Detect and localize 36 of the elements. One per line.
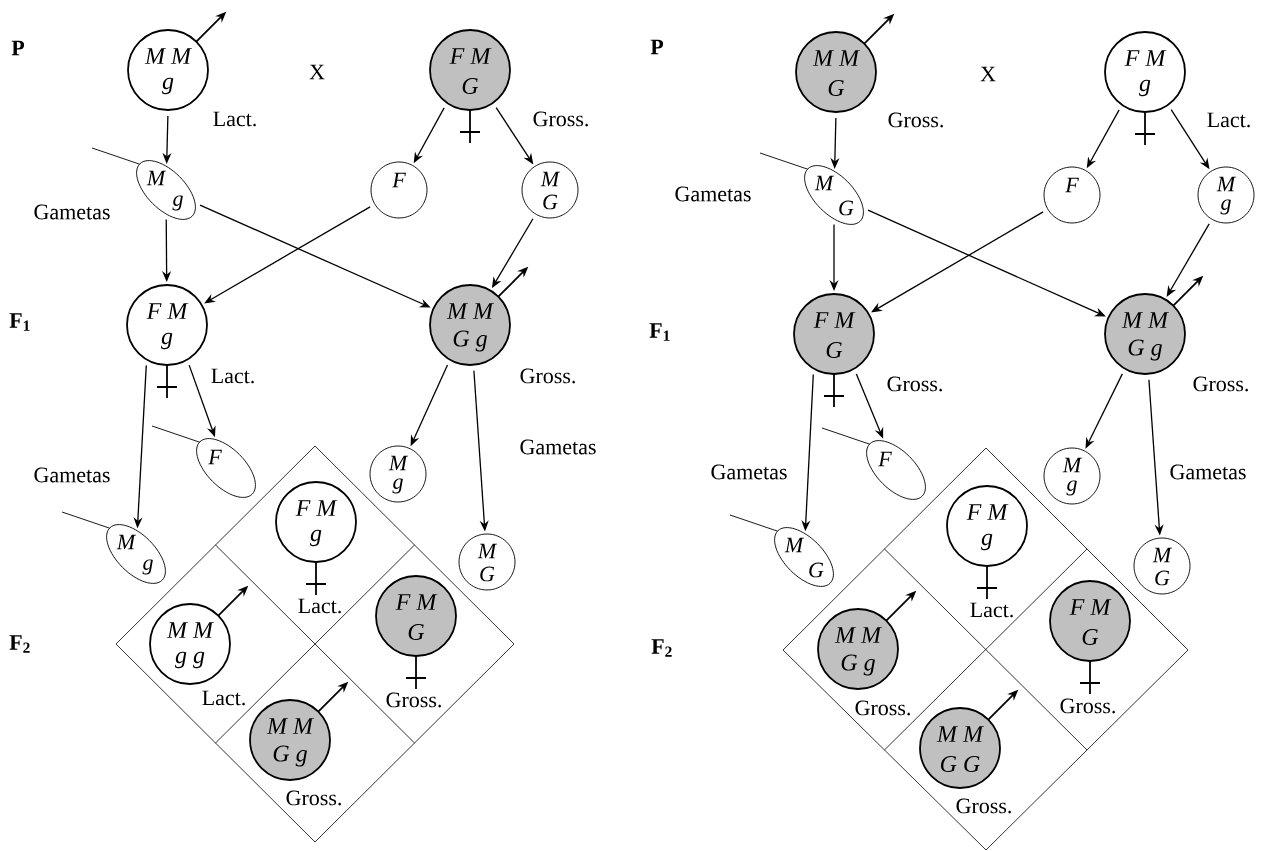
generation-label: P <box>11 40 25 56</box>
phenotype-label: Gross. <box>855 700 910 716</box>
phenotype-label: Gross. <box>888 112 943 128</box>
phenotype-label: Gross. <box>386 692 441 708</box>
cross-label: Gametas <box>1170 464 1246 480</box>
arrow <box>204 206 371 304</box>
cross-label: Gametas <box>520 439 596 455</box>
phenotype-label: Gross. <box>520 368 575 384</box>
cross-label: Gametas <box>711 464 787 480</box>
sperm-cell: M G <box>759 152 864 225</box>
sperm-cell: F <box>821 427 926 500</box>
sperm-cell: M G <box>729 514 834 587</box>
phenotype-label: Lact. <box>213 111 256 127</box>
phenotype-label: Lact. <box>211 368 254 384</box>
phenotype-label: Lact. <box>202 690 245 706</box>
phenotype-label: Gross. <box>1060 698 1115 714</box>
arrow <box>871 211 1044 313</box>
phenotype-label: Gross. <box>887 376 942 392</box>
phenotype-label: Gross. <box>1193 376 1248 392</box>
generation-label: F$_{1}$ <box>9 313 30 331</box>
generation-label: F$_{2}$ <box>651 639 672 657</box>
cross-label: X <box>309 64 325 80</box>
generation-label: P <box>650 39 664 55</box>
phenotype-label: Lact. <box>298 598 341 614</box>
sperm-cell: F <box>151 425 256 498</box>
phenotype-label: Gross. <box>956 798 1011 814</box>
generation-label: F$_{2}$ <box>9 635 30 653</box>
cross-label: X <box>980 66 996 82</box>
sperm-cell: M g <box>61 511 166 584</box>
generation-label: F$_{1}$ <box>649 323 670 341</box>
arrow <box>1166 223 1210 297</box>
cross-label: Gametas <box>34 467 110 483</box>
phenotype-label: Lact. <box>1207 112 1250 128</box>
phenotype-label: Lact. <box>970 602 1013 618</box>
phenotype-label: Gross. <box>286 790 341 806</box>
phenotype-label: Gross. <box>533 111 588 127</box>
